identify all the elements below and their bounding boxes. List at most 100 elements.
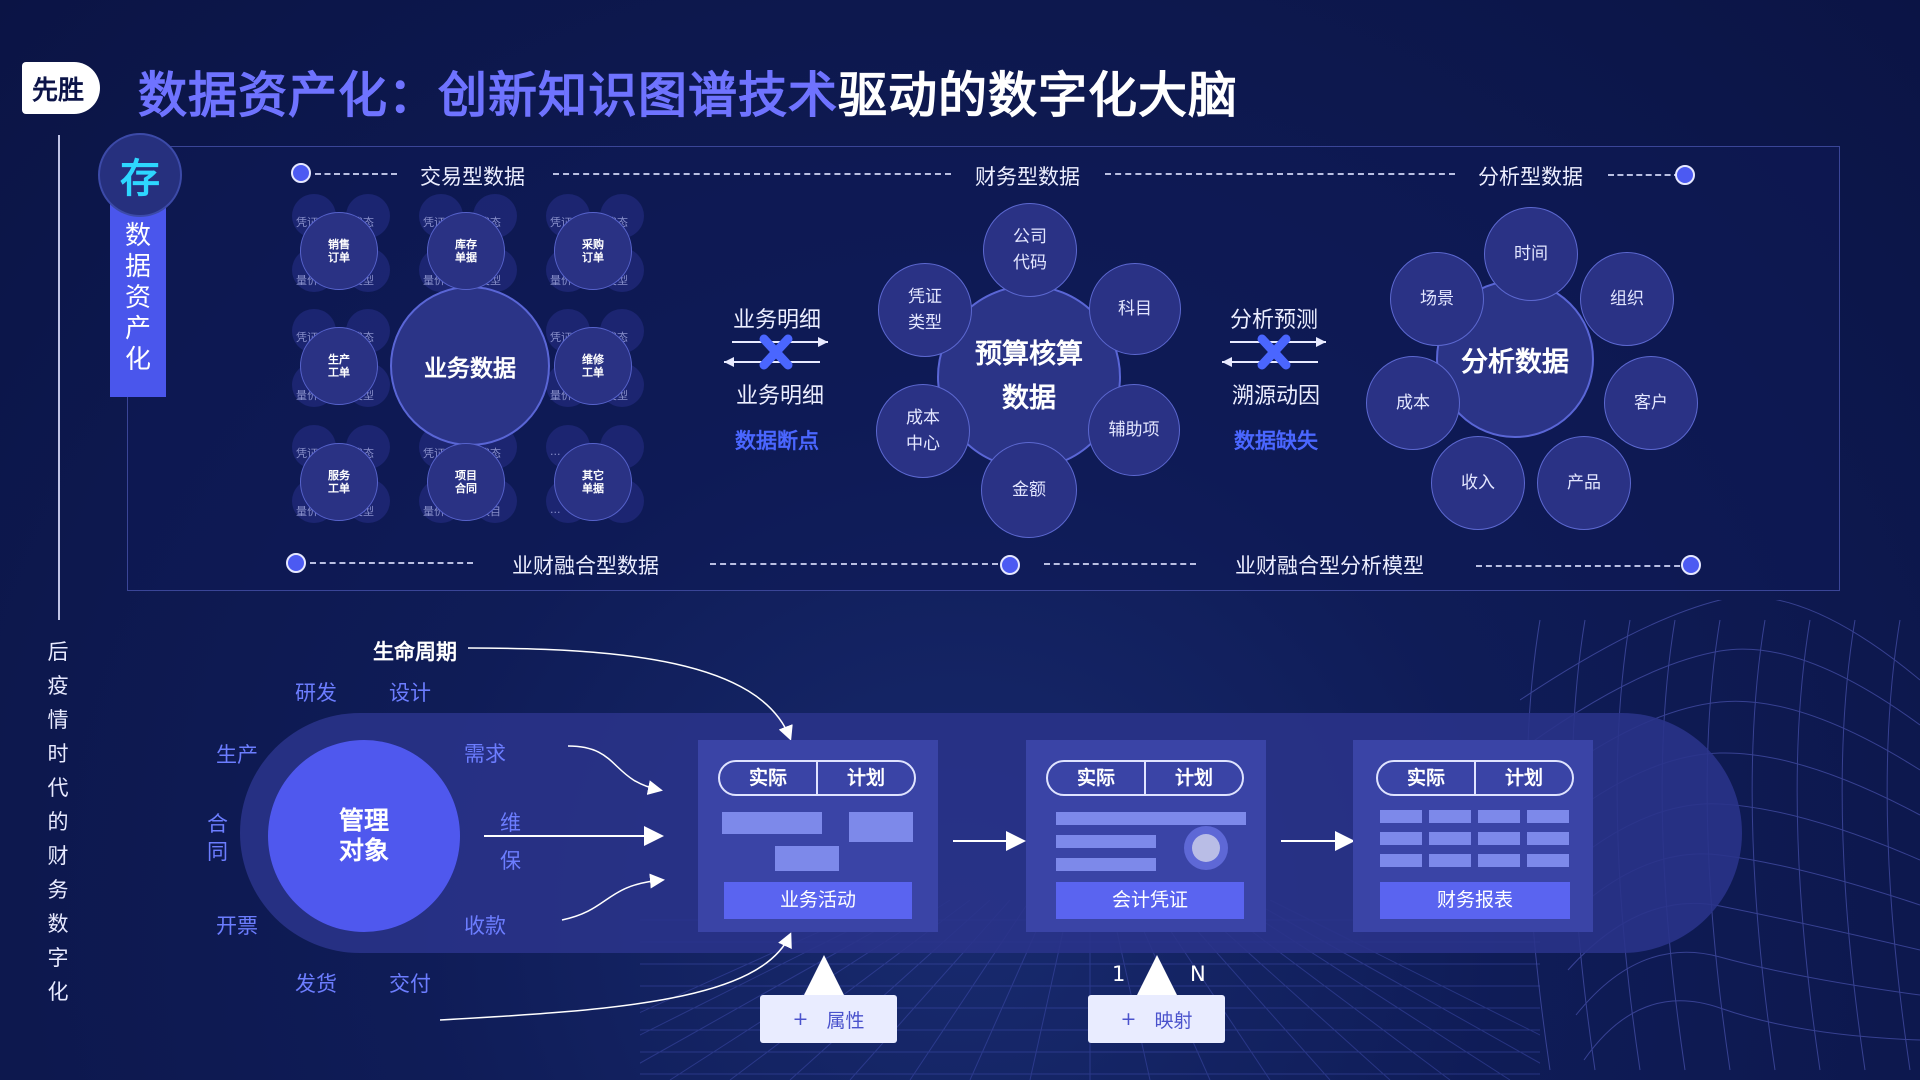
- dashed-line: [710, 563, 998, 565]
- business-activity-card: 实际计划 业务活动: [698, 740, 938, 932]
- business-activity-button[interactable]: 业务活动: [724, 882, 912, 919]
- budget-node: 凭证类型: [878, 263, 972, 357]
- store-label-char: 资: [124, 283, 151, 313]
- business-node: 库存单据: [427, 212, 505, 290]
- link-left-bottom-label: 业务明细: [736, 384, 825, 409]
- analysis-node: 产品: [1537, 436, 1631, 530]
- stage-invoice: 开票: [216, 914, 258, 938]
- mapping-one-label: 1: [1112, 962, 1126, 986]
- report-cell: [1429, 832, 1471, 845]
- placeholder-bar: [775, 846, 839, 871]
- budget-node: 辅助项: [1088, 384, 1180, 476]
- placeholder-bar: [722, 812, 822, 834]
- report-cell: [1478, 854, 1520, 867]
- placeholder-bar: [1056, 812, 1246, 825]
- store-label: 数据资产化: [110, 200, 166, 397]
- actual-plan-toggle[interactable]: 实际计划: [718, 760, 916, 796]
- analysis-node: 时间: [1484, 207, 1578, 301]
- side-vertical-text: 后疫情时代的财务数字化: [47, 640, 69, 1004]
- report-cell: [1380, 832, 1422, 845]
- dashed-line: [310, 562, 473, 564]
- header-fusion-data: 业财融合型数据: [512, 554, 659, 578]
- budget-node: 科目: [1089, 263, 1181, 355]
- stage-research: 研发: [295, 681, 337, 705]
- header-fusion-model: 业财融合型分析模型: [1235, 554, 1424, 578]
- report-cell: [1527, 832, 1569, 845]
- timeline-dot: [1681, 555, 1701, 575]
- analysis-node: 成本: [1366, 356, 1460, 450]
- dashed-line: [553, 173, 951, 175]
- placeholder-bar: [1056, 858, 1156, 871]
- report-cell: [1478, 810, 1520, 823]
- store-label-char: 据: [124, 252, 151, 282]
- report-cell: [1380, 810, 1422, 823]
- business-data-hub: 业务数据: [390, 286, 550, 446]
- header-finance-data: 财务型数据: [975, 165, 1080, 189]
- dashed-line: [1105, 173, 1455, 175]
- report-cell: [1527, 810, 1569, 823]
- report-cell: [1380, 854, 1422, 867]
- data-breakpoint-label: 数据断点: [735, 429, 819, 453]
- financial-report-button[interactable]: 财务报表: [1380, 882, 1570, 919]
- business-node: 采购订单: [554, 212, 632, 290]
- ghost-label: ...: [550, 503, 561, 516]
- add-attribute-button[interactable]: +属性: [760, 995, 897, 1043]
- header-transaction-data: 交易型数据: [420, 165, 525, 189]
- seal-icon: [1184, 826, 1228, 870]
- actual-plan-toggle[interactable]: 实际计划: [1376, 760, 1574, 796]
- page-title: 数据资产化：创新知识图谱技术驱动的数字化大脑: [138, 67, 1239, 124]
- store-label-char: 产: [124, 314, 151, 344]
- report-cell: [1429, 854, 1471, 867]
- link-left-top-label: 业务明细: [733, 308, 822, 333]
- header-analysis-data: 分析型数据: [1478, 165, 1583, 189]
- broken-link-icon: [724, 334, 828, 370]
- analysis-node: 客户: [1604, 356, 1698, 450]
- placeholder-bar: [849, 812, 913, 842]
- stage-demand: 需求: [464, 742, 506, 766]
- budget-node: 成本中心: [876, 384, 970, 478]
- stage-production: 生产: [216, 743, 258, 767]
- business-node: 服务工单: [300, 443, 378, 521]
- budget-node: 金额: [981, 442, 1077, 538]
- report-cell: [1478, 832, 1520, 845]
- link-right-bottom-label: 溯源动因: [1232, 384, 1321, 409]
- dashed-line: [315, 173, 397, 175]
- business-node: 项目合同: [427, 443, 505, 521]
- timeline-dot: [1000, 555, 1020, 575]
- plus-icon: +: [1120, 1008, 1137, 1030]
- report-cell: [1527, 854, 1569, 867]
- actual-plan-toggle[interactable]: 实际计划: [1046, 760, 1244, 796]
- stage-design: 设计: [389, 681, 431, 705]
- stage-deliver: 交付: [389, 972, 431, 996]
- stage-maintain: 维保: [500, 811, 521, 873]
- accounting-voucher-card: 实际计划 会计凭证: [1026, 740, 1266, 932]
- store-label-char: 化: [124, 345, 151, 375]
- dashed-line: [1044, 563, 1196, 565]
- analysis-node: 场景: [1390, 252, 1484, 346]
- store-icon: 存: [98, 133, 182, 217]
- stage-contract: 合同: [207, 812, 228, 864]
- report-cell: [1429, 810, 1471, 823]
- budget-node: 公司代码: [983, 203, 1077, 297]
- dashed-line: [1608, 174, 1680, 176]
- plus-icon: +: [792, 1008, 809, 1030]
- business-node: 其它单据: [554, 443, 632, 521]
- mapping-n-label: N: [1190, 962, 1206, 986]
- ghost-label: ...: [550, 445, 561, 458]
- add-mapping-button[interactable]: +映射: [1088, 995, 1225, 1043]
- placeholder-bar: [1056, 835, 1156, 848]
- business-node: 维修工单: [554, 327, 632, 405]
- timeline-dot: [291, 163, 311, 183]
- lifecycle-title: 生命周期: [373, 640, 457, 664]
- timeline-dot: [286, 553, 306, 573]
- accounting-voucher-button[interactable]: 会计凭证: [1056, 882, 1244, 919]
- analysis-node: 收入: [1431, 436, 1525, 530]
- analysis-data-hub: 分析数据: [1436, 280, 1594, 438]
- stage-collect: 收款: [464, 914, 506, 938]
- brand-logo: 先胜: [22, 62, 100, 114]
- store-label-char: 数: [124, 221, 151, 251]
- side-divider: [58, 135, 60, 620]
- analysis-node: 组织: [1580, 252, 1674, 346]
- timeline-dot: [1675, 165, 1695, 185]
- data-missing-label: 数据缺失: [1234, 429, 1318, 453]
